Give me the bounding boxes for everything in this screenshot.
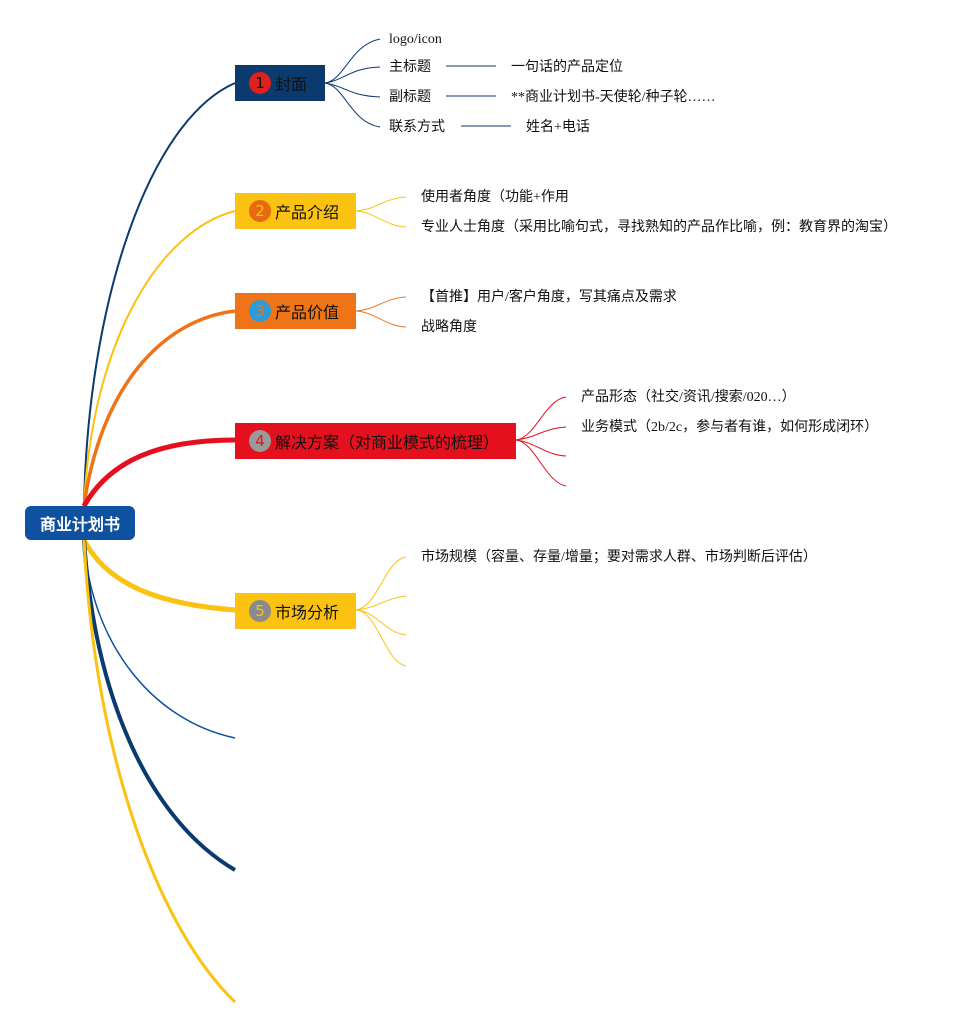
leaf-expert-perspective[interactable]: 专业人士角度（采用比喻句式，寻找熟知的产品作比喻，例：教育界的淘宝） bbox=[421, 220, 897, 235]
branch-node-product-intro[interactable]: 2 产品介绍 bbox=[235, 193, 356, 229]
leaf-contact-detail[interactable]: 姓名+电话 bbox=[526, 120, 590, 135]
branch-label: 封面 bbox=[275, 75, 308, 94]
leaf-user-perspective[interactable]: 使用者角度（功能+作用 bbox=[421, 190, 569, 205]
connector-root-branch1 bbox=[83, 82, 236, 507]
branch-label: 产品介绍 bbox=[275, 203, 340, 222]
connector-root-branch3 bbox=[82, 309, 236, 507]
leaf-subtitle[interactable]: 副标题 bbox=[389, 90, 431, 105]
connector-root-empty3 bbox=[82, 539, 237, 1004]
connector-b5-c2 bbox=[355, 595, 407, 611]
connector-b3-c2 bbox=[355, 310, 407, 328]
connector-b5-c3 bbox=[355, 609, 407, 636]
root-node-label: 商业计划书 bbox=[39, 515, 120, 534]
connector-b2-c1 bbox=[355, 196, 407, 212]
connector-root-empty2 bbox=[82, 539, 237, 872]
leaf-customer-perspective[interactable]: 【首推】用户/客户角度，写其痛点及需求 bbox=[421, 290, 677, 305]
connector-b1-c4 bbox=[324, 82, 381, 128]
branch-label: 市场分析 bbox=[275, 603, 340, 622]
connector-root-branch4 bbox=[81, 437, 236, 508]
leaf-strategy-perspective[interactable]: 战略角度 bbox=[421, 320, 477, 335]
connector-b4-c2 bbox=[515, 426, 567, 441]
connector-root-branch2 bbox=[83, 210, 236, 507]
connector-b1-c1 bbox=[324, 38, 381, 84]
branch-node-cover[interactable]: 1 封面 bbox=[235, 65, 325, 101]
connector-b1-c3 bbox=[324, 82, 381, 98]
connector-b4-c1 bbox=[515, 396, 567, 441]
branch-label: 解决方案（对商业模式的梳理） bbox=[275, 433, 500, 452]
connector-b5-c1 bbox=[355, 556, 407, 611]
leaf-main-title-detail[interactable]: 一句话的产品定位 bbox=[511, 60, 623, 75]
leaf-market-size[interactable]: 市场规模（容量、存量/增量；要对需求人群、市场判断后评估） bbox=[421, 550, 817, 565]
leaf-logo-icon[interactable]: logo/icon bbox=[389, 32, 442, 47]
connector-b3-c1 bbox=[355, 296, 407, 312]
leaf-business-model[interactable]: 业务模式（2b/2c，参与者有谁，如何形成闭环） bbox=[581, 420, 879, 435]
connector-b2-c2 bbox=[355, 210, 407, 228]
number-badge: 1 bbox=[249, 72, 271, 94]
number-badge: 3 bbox=[249, 300, 271, 322]
connector-b4-c4 bbox=[515, 439, 567, 487]
leaf-subtitle-detail[interactable]: **商业计划书-天使轮/种子轮…… bbox=[511, 90, 716, 105]
leaf-contact[interactable]: 联系方式 bbox=[389, 120, 445, 135]
connector-root-branch5 bbox=[81, 538, 236, 613]
connector-b5-c4 bbox=[355, 609, 407, 667]
number-badge: 2 bbox=[249, 200, 271, 222]
root-node[interactable]: 商业计划书 bbox=[25, 506, 135, 540]
connector-b1-c2 bbox=[324, 66, 381, 84]
branch-node-market-analysis[interactable]: 5 市场分析 bbox=[235, 593, 356, 629]
number-badge: 5 bbox=[249, 600, 271, 622]
branch-label: 产品价值 bbox=[275, 303, 340, 322]
leaf-product-form[interactable]: 产品形态（社交/资讯/搜索/020…） bbox=[581, 390, 796, 405]
number-badge: 4 bbox=[249, 430, 271, 452]
branch-node-product-value[interactable]: 3 产品价值 bbox=[235, 293, 356, 329]
leaf-main-title[interactable]: 主标题 bbox=[389, 60, 431, 75]
branch-node-solution[interactable]: 4 解决方案（对商业模式的梳理） bbox=[235, 423, 516, 459]
